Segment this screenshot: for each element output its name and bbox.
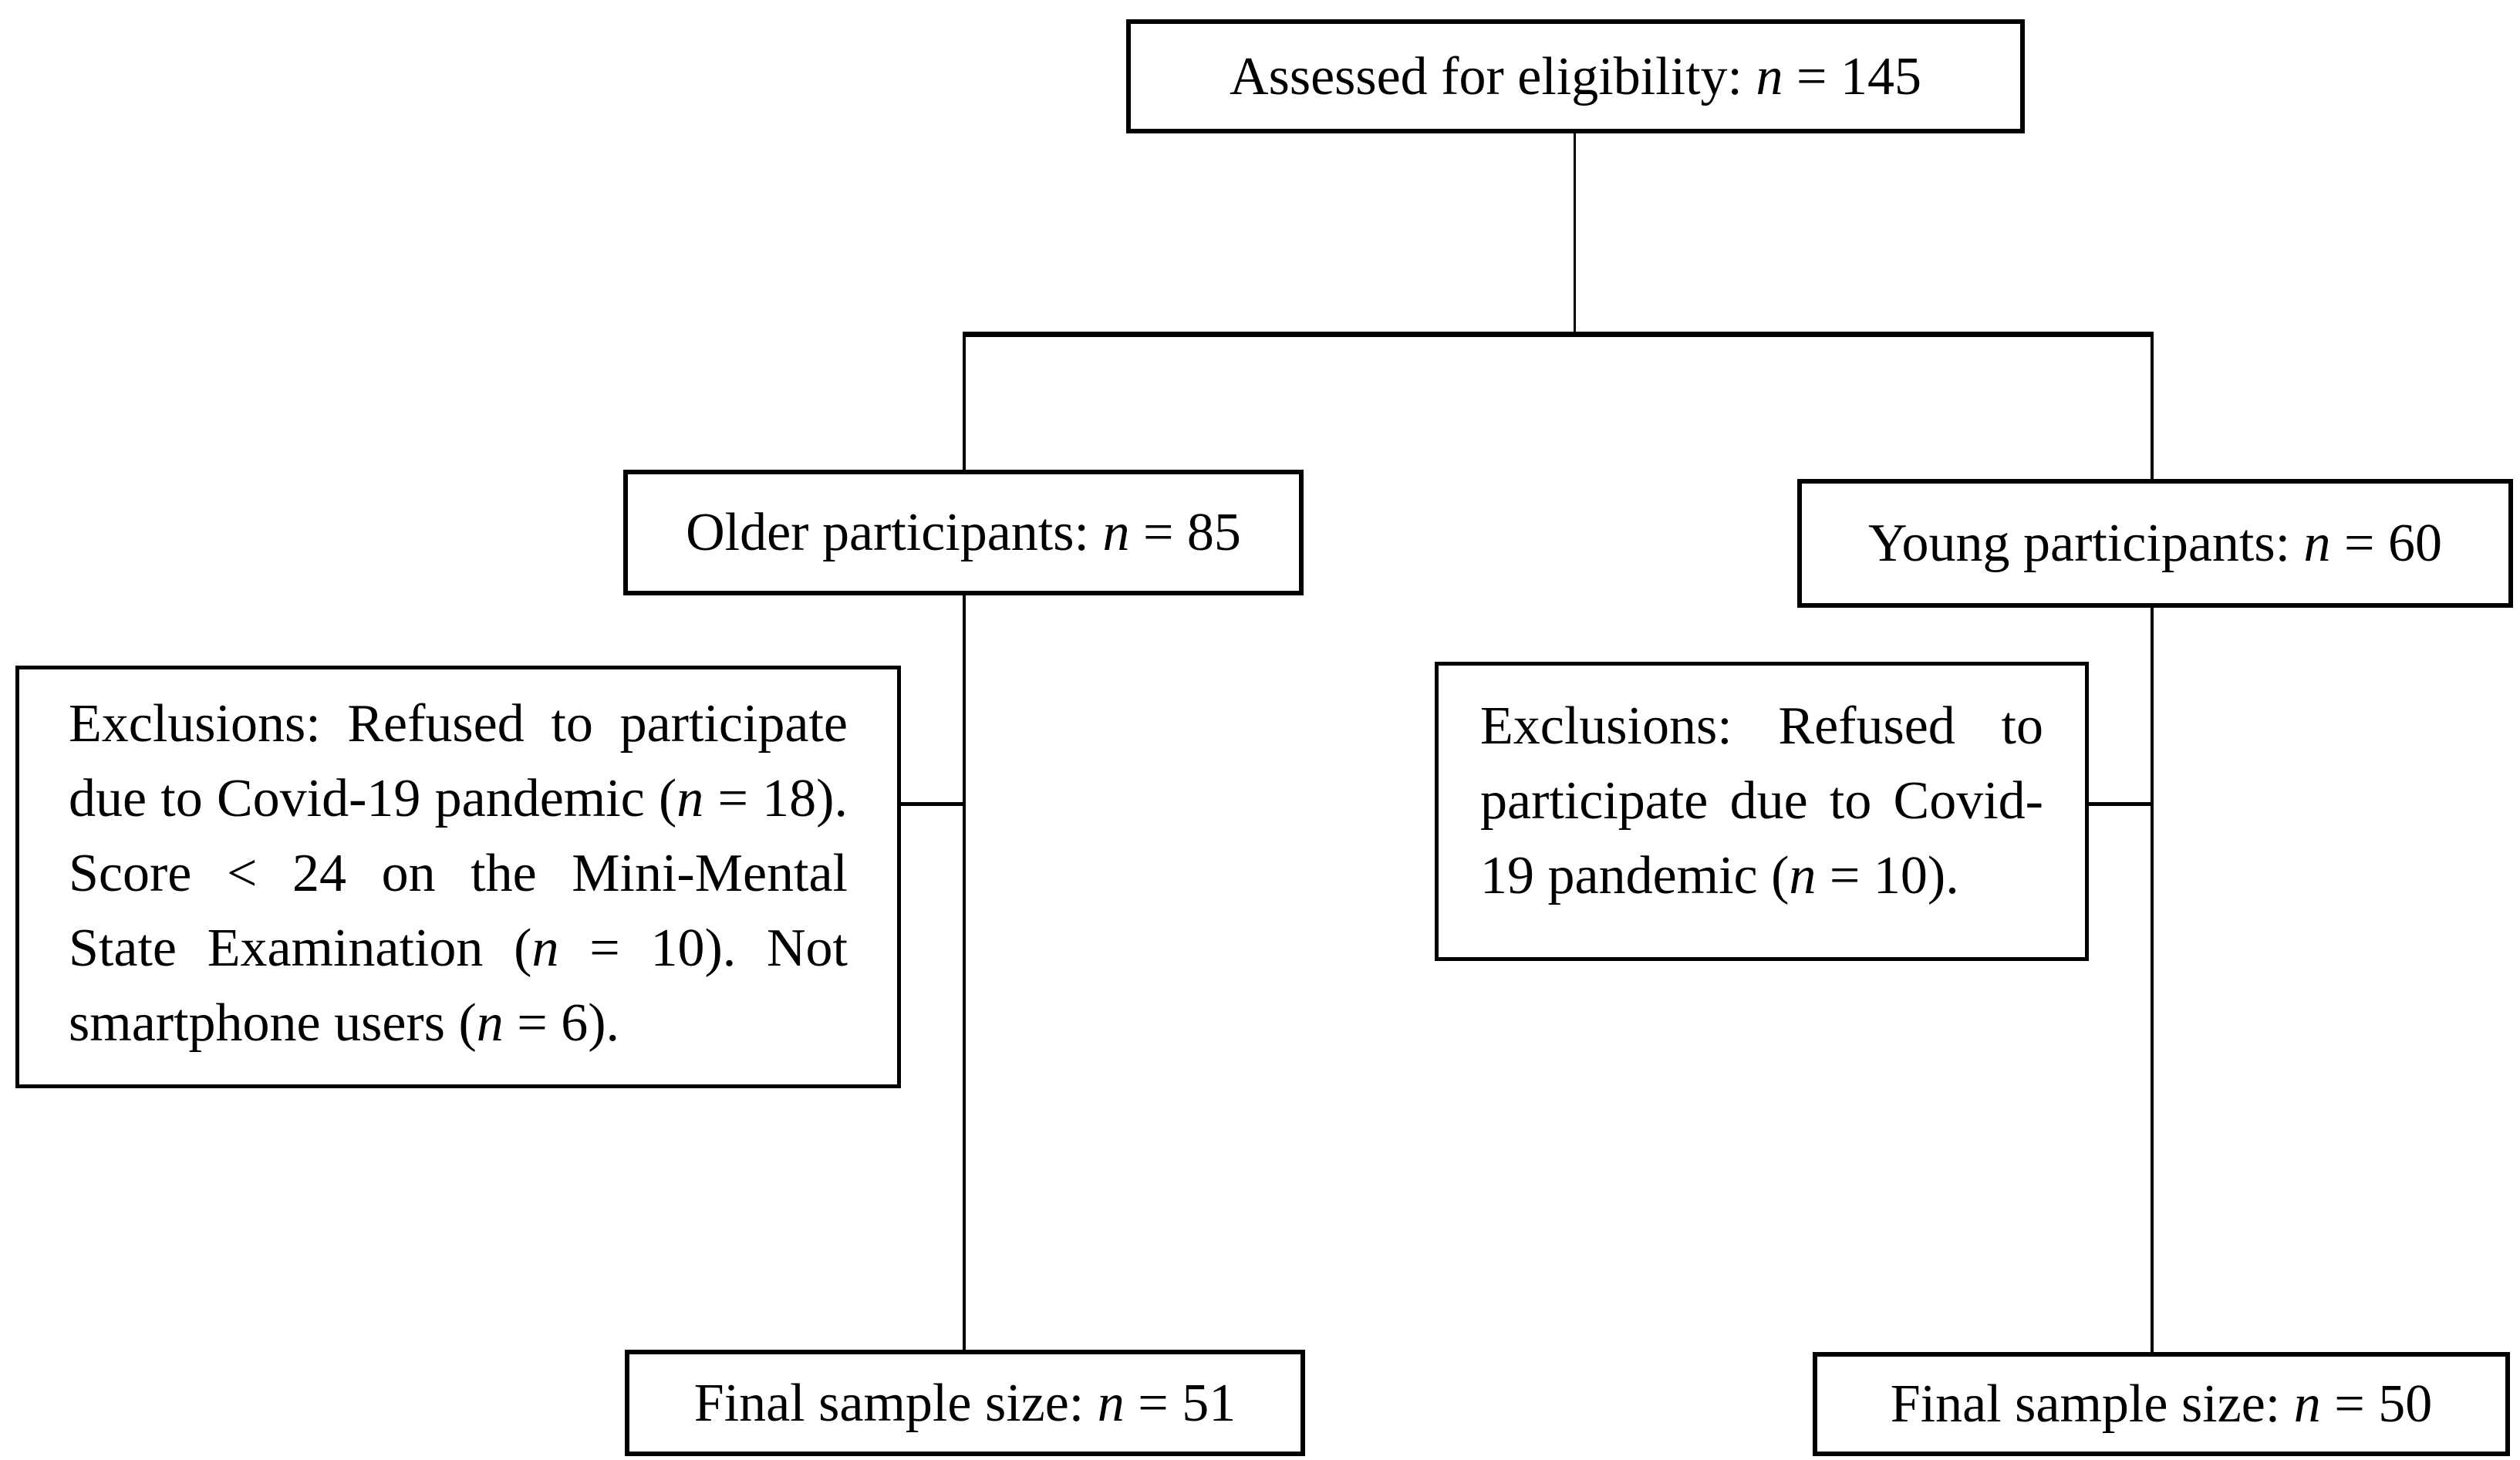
text-segment: Older participants: <box>686 503 1103 562</box>
branch-connector-line <box>963 332 2154 337</box>
exclusions-young-text: Exclusions: Refused to participate due t… <box>1439 666 2085 913</box>
exclusions-older-box: Exclusions: Refused to participate due t… <box>15 666 901 1088</box>
text-segment: n <box>531 919 559 978</box>
young-participants-text: Young participants: n = 60 <box>1868 514 2442 573</box>
text-segment: n <box>2303 514 2331 573</box>
young-mid-connector-line <box>2151 606 2154 1354</box>
text-segment: = 60 <box>2330 514 2443 573</box>
final-sample-young-box: Final sample size: n = 50 <box>1813 1352 2510 1456</box>
final-sample-young-text: Final sample size: n = 50 <box>1891 1374 2432 1434</box>
text-segment: Young participants: <box>1867 514 2304 573</box>
older-participants-text: Older participants: n = 85 <box>686 503 1241 562</box>
text-segment: n <box>1789 846 1817 905</box>
text-segment: = 51 <box>1124 1373 1236 1433</box>
text-segment: Assessed for eligibility: <box>1230 46 1756 106</box>
text-segment: n <box>1097 1373 1125 1433</box>
text-segment: = 10). <box>1816 846 1959 905</box>
text-segment: n <box>676 769 704 828</box>
older-participants-box: Older participants: n = 85 <box>623 470 1304 595</box>
young-branch-drop-line <box>2151 332 2154 481</box>
exclusions-older-text: Exclusions: Refused to participate due t… <box>19 669 897 1060</box>
text-segment: Final sample size: <box>1890 1374 2294 1434</box>
text-segment: Final sample size: <box>693 1373 1098 1433</box>
text-segment: = 50 <box>2320 1374 2433 1434</box>
exclusions-older-connector-line <box>899 802 966 806</box>
text-segment: n <box>2293 1374 2321 1434</box>
text-segment: = 85 <box>1129 503 1241 562</box>
older-branch-drop-line <box>963 332 966 472</box>
assessed-for-eligibility-text: Assessed for eligibility: n = 145 <box>1230 47 1921 106</box>
exclusions-young-connector-line <box>2087 802 2154 806</box>
trunk-connector-line <box>1574 133 1576 335</box>
assessed-for-eligibility-box: Assessed for eligibility: n = 145 <box>1126 19 2025 133</box>
final-sample-older-text: Final sample size: n = 51 <box>694 1374 1236 1433</box>
text-segment: n <box>1756 46 1783 106</box>
text-segment: = 145 <box>1783 46 1921 106</box>
text-segment: Exclusions: Refused to participate due t… <box>69 694 848 828</box>
text-segment: = 18). Score < 24 on the Mini-Mental Sta… <box>69 769 848 978</box>
text-segment: n <box>1102 503 1130 562</box>
text-segment: = 10). Not smartphone users ( <box>69 919 848 1053</box>
text-segment: n <box>476 993 504 1053</box>
exclusions-young-box: Exclusions: Refused to participate due t… <box>1435 662 2089 961</box>
final-sample-older-box: Final sample size: n = 51 <box>625 1350 1305 1456</box>
text-segment: Exclusions: Refused to participate due t… <box>1480 696 2043 905</box>
young-participants-box: Young participants: n = 60 <box>1797 479 2513 608</box>
text-segment: = 6). <box>503 993 620 1053</box>
older-mid-connector-line <box>963 594 966 1351</box>
